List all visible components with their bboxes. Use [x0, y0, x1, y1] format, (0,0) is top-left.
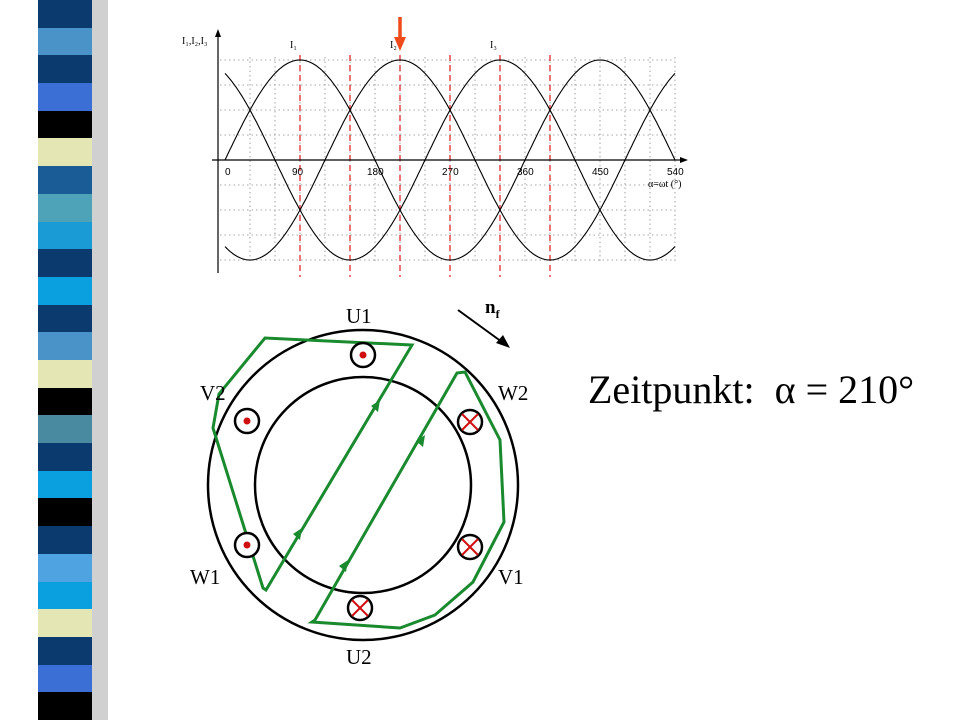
stripe-segment [38, 636, 92, 666]
rotation-arrowhead [496, 335, 510, 348]
winding-arrowhead [371, 400, 380, 412]
stripe-segment [38, 526, 92, 555]
stator-outer-ring [206, 328, 520, 642]
x-tick-labels: 0 90 180 270 360 450 540 [225, 167, 684, 178]
caption-value: = 210° [805, 367, 915, 412]
conductor-v1 [456, 533, 484, 561]
label-v2: V2 [200, 381, 226, 405]
current-time-arrow [394, 17, 406, 51]
peak-label: I₃ [490, 40, 497, 51]
phase-current-curves [224, 59, 676, 261]
conductor-u1 [349, 341, 377, 369]
phase-marker-lines [299, 55, 551, 277]
conductor-u2 [346, 594, 374, 622]
stripe-segment [38, 193, 92, 223]
winding-arrowhead [339, 560, 348, 572]
stripe-segment [38, 553, 92, 583]
y-axis-label: I₁,I₂,I₃ [182, 36, 207, 47]
decorative-stripe [0, 0, 110, 720]
motor-cross-section: U1 U2 V2 W2 W1 V1 nf [190, 297, 528, 669]
label-v1: V1 [498, 565, 524, 589]
x-tick-label: 180 [367, 167, 384, 178]
stripe-segment [38, 304, 92, 333]
rotation-label: nf [485, 297, 501, 321]
stripe-segment [38, 276, 92, 306]
stripe-segment [38, 55, 92, 84]
label-u1: U1 [346, 304, 372, 328]
label-w2: W2 [498, 381, 528, 405]
green-winding [211, 336, 506, 630]
winding-arrowhead [293, 528, 302, 540]
stripe-segment [38, 27, 92, 56]
stripe-segment [38, 360, 92, 389]
conductor-v2 [233, 407, 261, 435]
stripe-segment [38, 498, 92, 527]
x-tick-label: 450 [592, 167, 609, 178]
stripe-segment [38, 0, 92, 29]
stator-inner-ring [253, 375, 473, 595]
x-axis-arrowhead [680, 157, 688, 163]
label-u2: U2 [346, 645, 372, 669]
x-axis-label: α=ωt (°) [648, 179, 681, 190]
stripe-segment [38, 249, 92, 278]
label-w1: W1 [190, 565, 220, 589]
stripe-segment [38, 609, 92, 638]
caption-prefix: Zeitpunkt: [588, 367, 755, 412]
peak-label: I₁ [290, 40, 297, 51]
winding-arrowhead [416, 435, 425, 447]
stripe-segment [38, 83, 92, 112]
stripe-segment [38, 692, 92, 720]
stripe-segment [38, 332, 92, 361]
x-tick-label: 270 [442, 167, 459, 178]
stripe-segment [38, 664, 92, 693]
conductor-w2 [456, 408, 484, 436]
stripe-segment [38, 581, 92, 610]
phase-curve-1 [224, 59, 676, 261]
stripe-segment [38, 387, 92, 416]
phase-curve-3 [224, 59, 676, 261]
stripe-segment [38, 110, 92, 139]
x-tick-label: 540 [667, 167, 684, 178]
stripe-segment [38, 166, 92, 195]
stripe-column [38, 0, 92, 720]
alpha-symbol: α [774, 367, 796, 412]
time-caption: Zeitpunkt: α = 210° [588, 366, 914, 413]
x-tick-label: 360 [517, 167, 534, 178]
current-arrowhead [394, 37, 406, 51]
x-tick-label: 0 [225, 167, 231, 178]
stripe-segment [38, 415, 92, 444]
stripe-segment [38, 470, 92, 499]
stripe-shadow [92, 0, 108, 720]
stripe-segment [38, 221, 92, 250]
stripe-segment [38, 443, 92, 472]
conductor-w1 [233, 531, 261, 559]
stripe-segment [38, 138, 92, 167]
rotation-arrow-shaft [457, 309, 503, 343]
y-axis-arrowhead [215, 29, 221, 37]
peak-labels: I₁ I₂ I₃ [290, 40, 497, 51]
x-tick-label: 90 [292, 167, 304, 178]
peak-label: I₂ [390, 40, 397, 51]
